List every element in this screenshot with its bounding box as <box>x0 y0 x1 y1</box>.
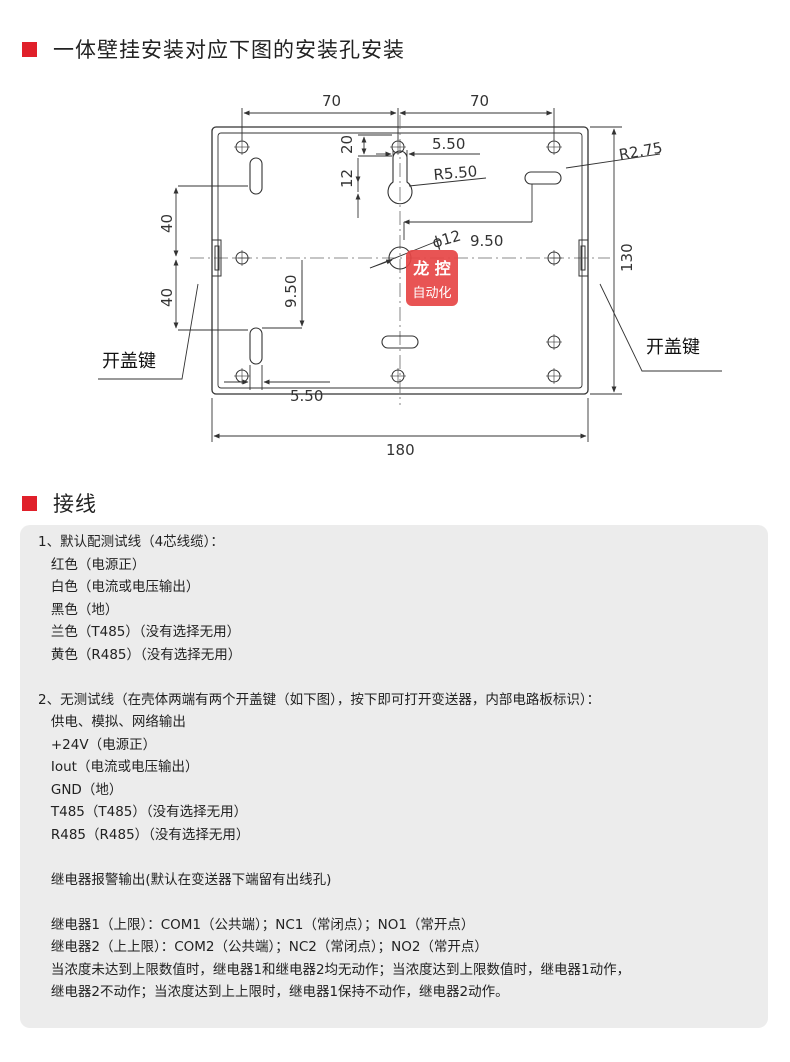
dim-r2-75: R2.75 <box>618 139 664 164</box>
wiring-line <box>38 891 630 914</box>
hole-bottom-right-upper <box>546 334 562 350</box>
wiring-line: 兰色（T485）（没有选择无用） <box>38 624 241 640</box>
hole-bottom-right <box>546 368 562 384</box>
dim-9-50-vertical: 9.50 <box>282 275 300 308</box>
wiring-line: R485（R485）（没有选择无用） <box>38 826 250 843</box>
wiring-line: 黑色（地） <box>38 601 119 618</box>
slot-lower-left <box>249 327 263 365</box>
wiring-line: GND（地） <box>38 781 123 798</box>
dim-5-50-top: 5.50 <box>432 135 465 153</box>
dim-9-50-horizontal: 9.50 <box>470 232 503 250</box>
wiring-line: Iout（电流或电压输出） <box>38 759 199 775</box>
hole-top-right <box>546 139 562 155</box>
wiring-line: 1、默认配测试线（4芯线缆）： <box>38 534 224 550</box>
wiring-line: 继电器2（上上限）：COM2（公共端）；NC2（常闭点）；NO2（常开点） <box>38 939 488 955</box>
wiring-line: +24V（电源正） <box>38 736 157 753</box>
wiring-line: 黄色（R485）（没有选择无用） <box>38 646 242 663</box>
wiring-line: 红色（电源正） <box>38 556 146 573</box>
wiring-line: T485（T485）（没有选择无用） <box>38 804 248 820</box>
wiring-line: 白色（电流或电压输出） <box>38 579 200 595</box>
slot-upper-left <box>249 157 263 195</box>
brand-stamp-logo: 龙 控 自动化 <box>406 250 458 306</box>
wiring-line: 继电器报警输出(默认在变送器下端留有出线孔) <box>38 871 332 888</box>
dim-r5-50: R5.50 <box>433 162 478 184</box>
wiring-line: 供电、模拟、网络输出 <box>38 714 186 730</box>
cover-key-callout-left <box>98 283 199 380</box>
stamp-line1: 龙 控 <box>412 259 451 278</box>
install-section-title: 一体壁挂安装对应下图的安装孔安装 <box>53 38 405 62</box>
wiring-text: 1、默认配测试线（4芯线缆）： 红色（电源正） 白色（电流或电压输出） 黑色（地… <box>38 531 630 1004</box>
hole-bottom-center <box>390 368 406 384</box>
hole-mid-left <box>234 250 250 266</box>
dim-40-lower: 40 <box>158 288 176 307</box>
center-lines <box>190 115 610 405</box>
dim-130: 130 <box>618 243 636 272</box>
stamp-line2: 自动化 <box>412 286 451 301</box>
dim-20: 20 <box>338 135 356 154</box>
dim-phi12: ϕ12 <box>430 227 463 252</box>
wiring-panel <box>20 525 768 1028</box>
cover-key-label-left: 开盖键 <box>102 351 156 372</box>
dim-40-upper: 40 <box>158 214 176 233</box>
mounting-hole-diagram: 70 70 20 12 5.50 R5.50 R2.75 ϕ12 9.50 40… <box>98 92 722 459</box>
wiring-line: 当浓度未达到上限数值时，继电器1和继电器2均无动作；当浓度达到上限数值时，继电器… <box>38 961 631 978</box>
dim-180: 180 <box>386 441 415 459</box>
wiring-line: 继电器1（上限）：COM1（公共端）；NC1（常闭点）；NO1（常开点） <box>38 916 475 933</box>
install-section-header: 一体壁挂安装对应下图的安装孔安装 <box>22 34 405 64</box>
slot-lower-center <box>381 335 419 349</box>
slots <box>249 157 562 365</box>
hole-top-left <box>234 139 250 155</box>
dimension-lines <box>173 108 661 442</box>
dim-12: 12 <box>338 169 356 188</box>
mounting-holes <box>234 139 562 384</box>
section-marker-icon <box>22 495 37 511</box>
wiring-line <box>38 666 630 689</box>
cover-key-left <box>211 239 222 277</box>
cover-key-right <box>578 239 589 277</box>
wiring-line: 继电器2不动作；当浓度达到上上限时，继电器1保持不动作，继电器2动作。 <box>38 984 509 1000</box>
cover-key-callout-right <box>599 283 722 372</box>
hole-top-center <box>390 139 406 155</box>
hole-mid-right <box>546 250 562 266</box>
dim-70-left: 70 <box>322 92 341 110</box>
slot-upper-right <box>524 171 562 185</box>
section-marker-icon <box>22 41 37 57</box>
dim-5-50-bottom: 5.50 <box>290 387 323 405</box>
dim-70-right: 70 <box>470 92 489 110</box>
wiring-line <box>38 846 630 869</box>
keyhole <box>387 150 413 205</box>
cover-key-label-right: 开盖键 <box>646 337 700 358</box>
wiring-line: 2、无测试线（在壳体两端有两个开盖键（如下图），按下即可打开变送器，内部电路板标… <box>38 691 601 708</box>
wiring-section-title: 接线 <box>53 492 97 516</box>
wiring-section-header: 接线 <box>22 488 97 518</box>
